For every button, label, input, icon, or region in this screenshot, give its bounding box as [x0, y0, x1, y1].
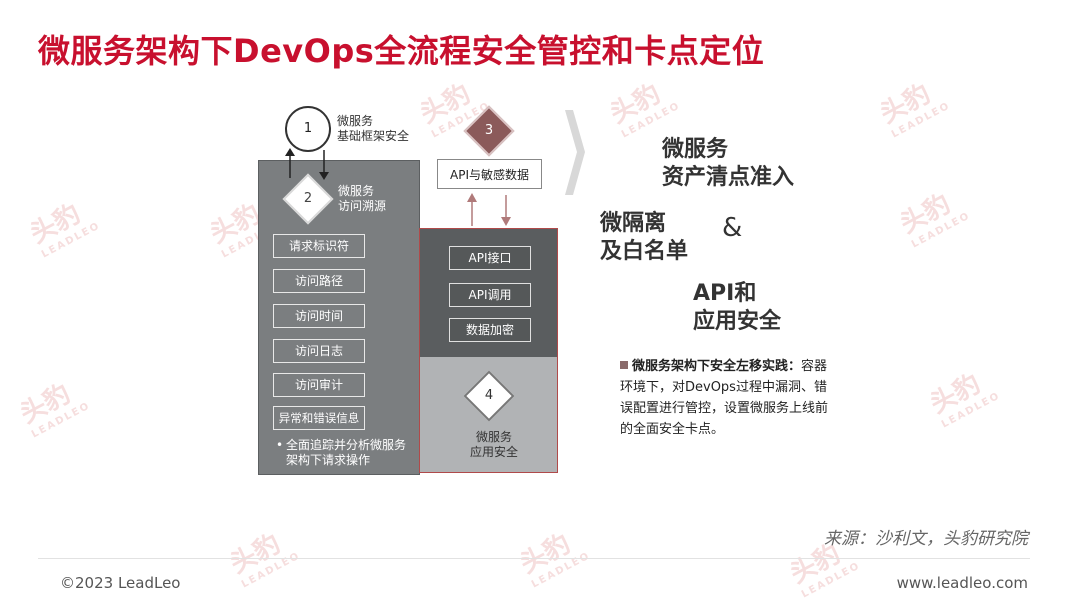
api-panel-outline — [419, 228, 558, 473]
node-4-label: 微服务 应用安全 — [470, 430, 519, 459]
api-sensitive-data-box: API与敏感数据 — [437, 159, 542, 189]
asset-admission-text: 微服务 资产清点准入 — [662, 137, 795, 190]
left-item: 访问日志 — [273, 339, 365, 363]
access-trace-panel — [258, 160, 420, 475]
left-item: 访问时间 — [273, 304, 365, 328]
chevron-right-icon — [565, 110, 585, 195]
right-item: API调用 — [449, 283, 531, 307]
node-1-label: 微服务 基础框架安全 — [337, 114, 410, 143]
node-3-arrows — [467, 193, 511, 226]
node-1-circle: 1 — [285, 106, 331, 152]
left-item: 访问路径 — [273, 269, 365, 293]
footer-divider — [38, 558, 1030, 559]
node-1-arrows — [285, 148, 329, 180]
page-title: 微服务架构下DevOps全流程安全管控和卡点定位 — [38, 32, 765, 70]
left-item: 异常和错误信息 — [273, 406, 365, 430]
shift-left-note: 微服务架构下安全左移实践：容器环境下，对DevOps过程中漏洞、错误配置进行管控… — [620, 359, 829, 437]
node-4-number: 4 — [484, 388, 494, 403]
right-item: 数据加密 — [449, 318, 531, 342]
node-2-label: 微服务 访问溯源 — [338, 184, 387, 213]
website-link[interactable]: www.leadleo.com — [896, 574, 1028, 592]
left-item: 访问审计 — [273, 373, 365, 397]
micro-isolation-text: 微隔离 及白名单 — [600, 211, 689, 264]
api-app-security-text: API和 应用安全 — [693, 281, 782, 334]
bullet-square-icon — [620, 361, 628, 369]
left-bullet-note: •全面追踪并分析微服务 架构下请求操作 — [276, 438, 407, 467]
source-text: 来源：沙利文，头豹研究院 — [824, 529, 1028, 549]
right-item: API接口 — [449, 246, 531, 270]
copyright: ©2023 LeadLeo — [60, 574, 181, 592]
ampersand: & — [722, 213, 743, 243]
left-item: 请求标识符 — [273, 234, 365, 258]
node-2-number: 2 — [303, 191, 313, 206]
node-3-number: 3 — [484, 123, 494, 138]
